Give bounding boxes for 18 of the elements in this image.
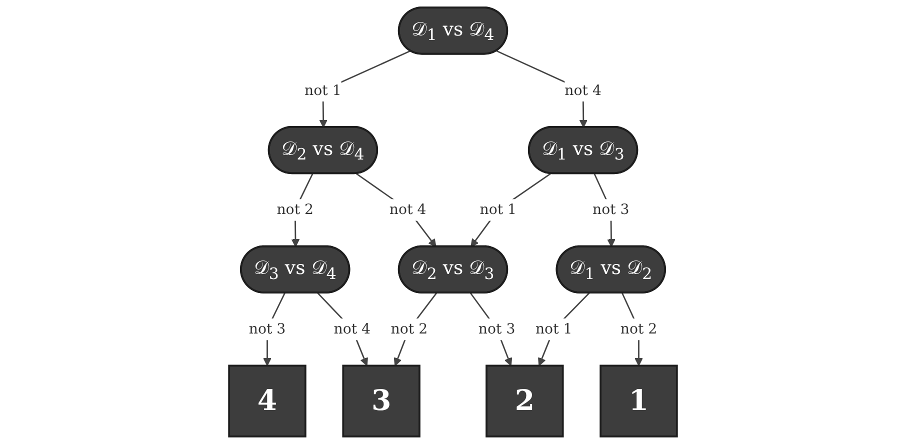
edge-label: not 1 bbox=[304, 82, 342, 99]
edge-label: not 4 bbox=[389, 201, 426, 218]
node-box: 1 bbox=[600, 364, 678, 438]
edge-label: not 2 bbox=[276, 201, 314, 218]
node-box: 3 bbox=[342, 364, 420, 438]
edge-label: not 1 bbox=[480, 201, 517, 218]
edge-label: not 4 bbox=[334, 320, 371, 338]
edge-label: not 2 bbox=[620, 320, 658, 338]
node-box: 4 bbox=[228, 364, 306, 438]
arrow bbox=[356, 172, 436, 248]
node-box: 2 bbox=[486, 364, 564, 438]
edge-label: not 2 bbox=[390, 320, 428, 338]
edge-label: not 3 bbox=[592, 201, 630, 218]
edge-label: not 1 bbox=[535, 320, 572, 338]
arrow bbox=[470, 172, 552, 248]
edge-label: not 3 bbox=[478, 320, 516, 338]
edge-label: not 4 bbox=[564, 82, 602, 99]
edge-label: not 3 bbox=[248, 320, 286, 338]
